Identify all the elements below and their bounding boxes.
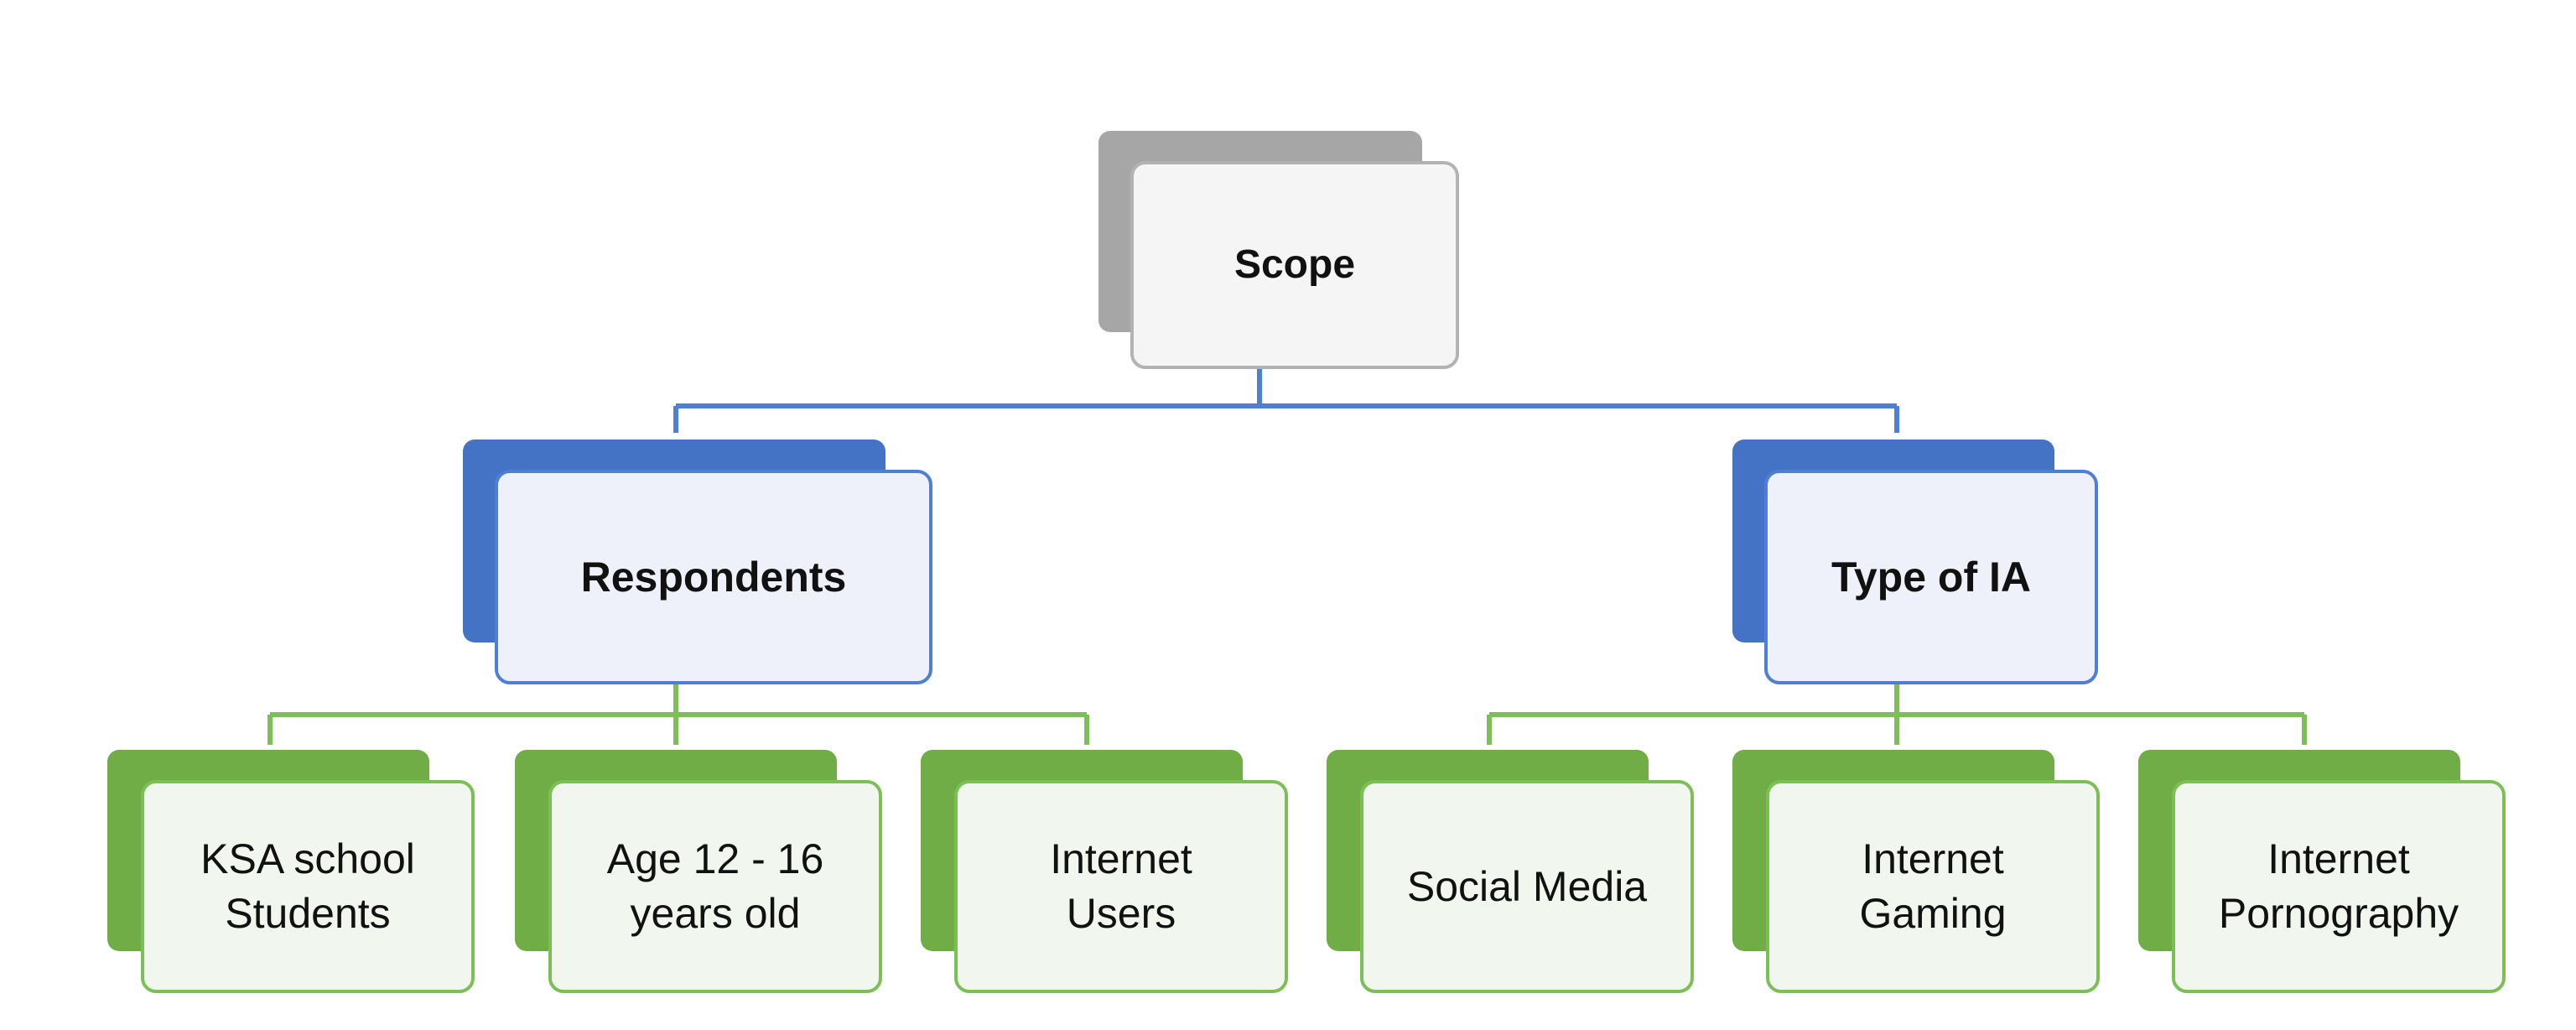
node-box: Type of IA bbox=[1764, 470, 2098, 684]
node-label: Type of IA bbox=[1831, 553, 2031, 601]
node-box: Respondents bbox=[495, 470, 932, 684]
node-box: Internet Pornography bbox=[2172, 780, 2506, 993]
node-label: Scope bbox=[1233, 242, 1356, 287]
node-box: Age 12 - 16 years old bbox=[548, 780, 882, 993]
node-box: Social Media bbox=[1360, 780, 1694, 993]
node-box: Internet Gaming bbox=[1766, 780, 2100, 993]
node-label: Internet Gaming bbox=[1859, 835, 2007, 937]
node-box: Scope bbox=[1130, 161, 1459, 369]
node-label: Age 12 - 16 years old bbox=[606, 835, 824, 937]
node-label: Internet Users bbox=[1050, 835, 1192, 937]
node-label: Respondents bbox=[580, 553, 847, 601]
node-label: KSA school Students bbox=[200, 835, 415, 937]
node-label: Social Media bbox=[1406, 862, 1648, 910]
node-label: Internet Pornography bbox=[2218, 835, 2459, 937]
type-of-ia-connector bbox=[1487, 651, 2307, 745]
node-box: Internet Users bbox=[954, 780, 1288, 993]
node-box: KSA school Students bbox=[141, 780, 475, 993]
